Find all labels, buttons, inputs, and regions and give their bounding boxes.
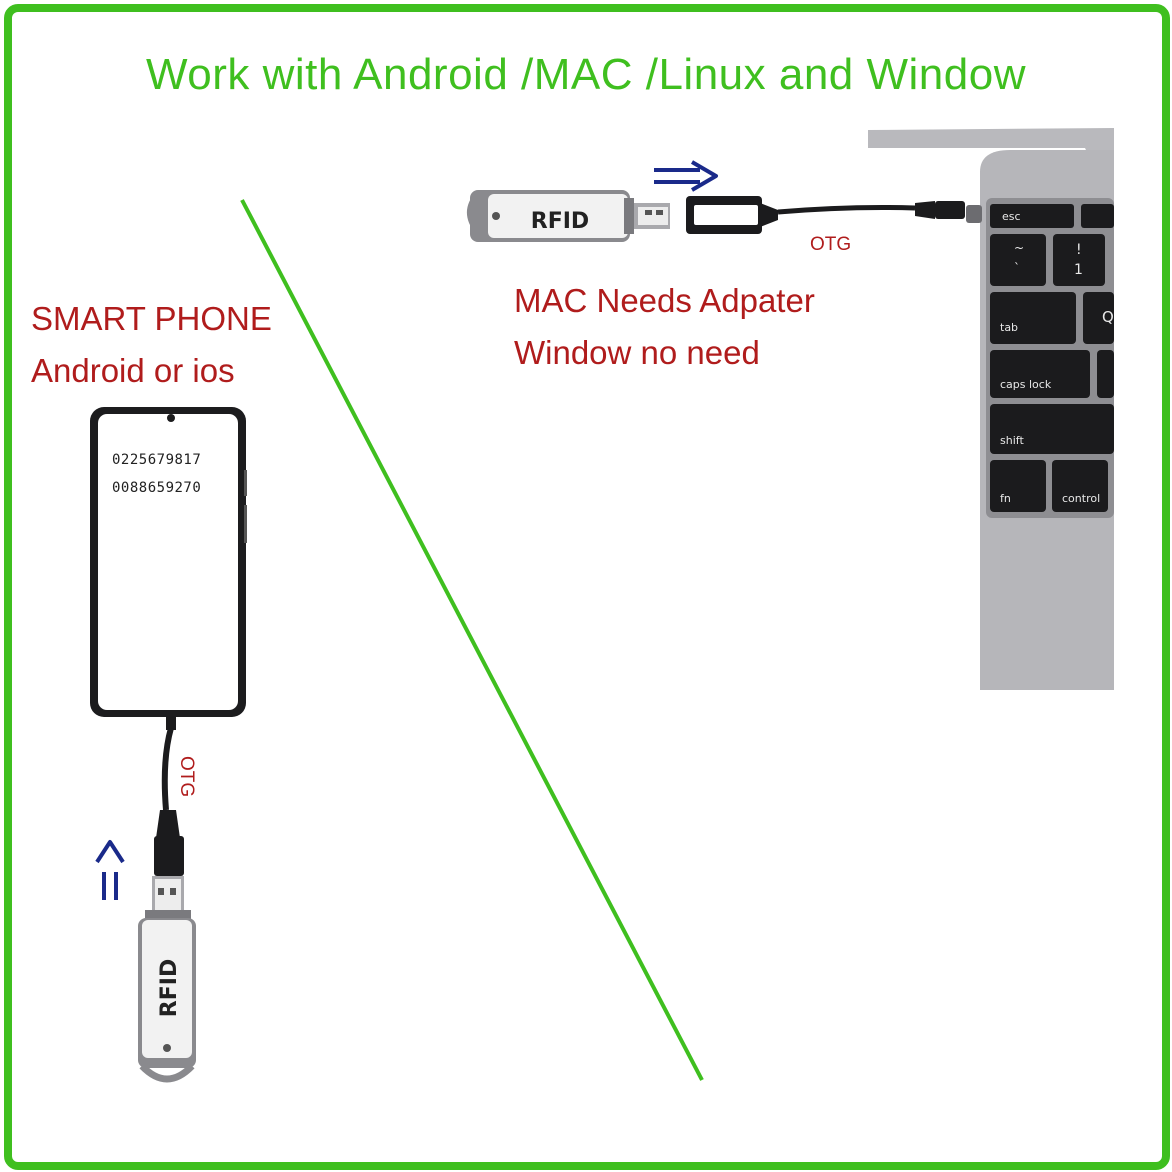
laptop-rfid-reader	[467, 190, 670, 242]
phone-reader-label: RFID	[157, 959, 182, 1017]
key-caps-label: caps lock	[1000, 378, 1052, 391]
laptop-lid	[868, 128, 1114, 158]
key-excl-bottom-label: 1	[1074, 262, 1083, 278]
key-control-label: control	[1062, 492, 1100, 505]
phone-camera	[167, 414, 175, 422]
laptop-illustration	[868, 128, 1114, 690]
smart-phone-title: SMART PHONE	[31, 300, 272, 337]
phone-rfid-reader	[138, 876, 196, 1083]
phone-os-note: Android or ios	[31, 352, 235, 389]
windows-note: Window no need	[514, 334, 760, 371]
key-fn-label: fn	[1000, 492, 1011, 505]
arrow-up-icon	[95, 840, 125, 900]
smartphone	[90, 407, 247, 717]
key-1	[1053, 234, 1105, 286]
key-esc	[990, 204, 1074, 228]
key-q-label: Q	[1102, 308, 1114, 326]
laptop-otg-label: OTG	[810, 234, 852, 255]
key-shift-label: shift	[1000, 434, 1024, 447]
key-excl-top-label: !	[1076, 242, 1082, 258]
key-shift	[990, 404, 1114, 454]
laptop-port	[966, 205, 982, 223]
key-a	[1097, 350, 1114, 398]
phone-otg-cable	[154, 716, 184, 876]
key-capslock	[990, 350, 1090, 398]
key-tab-label: tab	[1000, 321, 1018, 334]
arrow-right-icon	[654, 160, 718, 192]
key-control	[1052, 460, 1108, 512]
phone-screen-number-2: 0088659270	[112, 480, 202, 496]
phone-screen	[98, 414, 238, 710]
phone-screen-number-1: 0225679817	[112, 452, 202, 468]
key-q	[1083, 292, 1114, 344]
laptop-otg-cable	[686, 196, 965, 234]
key-fn	[990, 460, 1046, 512]
key-tilde	[990, 234, 1046, 286]
phone-otg-label: OTG	[176, 756, 197, 798]
green-border-frame	[4, 4, 1170, 1170]
mac-adapter-note: MAC Needs Adpater	[514, 282, 815, 319]
divider-line	[240, 199, 704, 1081]
headline: Work with Android /MAC /Linux and Window	[146, 50, 1026, 99]
key-tab	[990, 292, 1076, 344]
key-esc-label: esc	[1002, 210, 1021, 223]
key-f1	[1081, 204, 1114, 228]
key-tilde-top-label: ~	[1014, 241, 1024, 255]
key-tilde-bottom-label: `	[1014, 261, 1020, 275]
laptop-reader-label: RFID	[531, 209, 589, 234]
